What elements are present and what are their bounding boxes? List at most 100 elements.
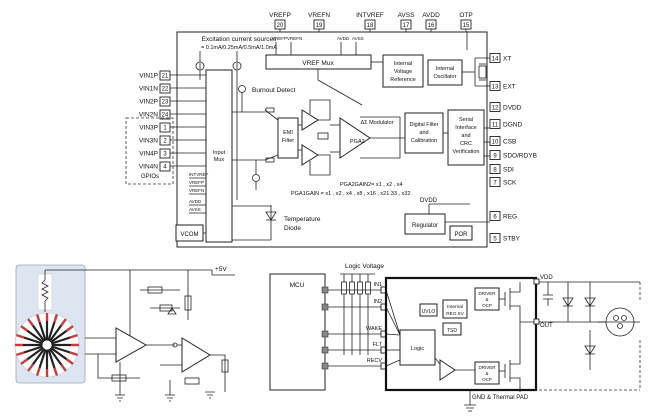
driver-top-label-2: &	[485, 297, 488, 302]
ivref-label-3: Reference	[390, 77, 415, 83]
mux-input-intvref: INTVREF	[189, 172, 209, 177]
vdd-pin	[533, 278, 540, 285]
vcom-label: VCOM	[181, 232, 199, 238]
resistor-icon	[111, 374, 127, 382]
supply-label: +5V	[215, 266, 227, 273]
logic-block	[399, 329, 436, 366]
input-mux-block	[205, 69, 233, 243]
left-pin-number: 21	[162, 74, 169, 80]
top-pin-name: INTVREF	[356, 12, 384, 19]
right-pin-name: REG	[503, 214, 517, 221]
right-pin-box	[489, 119, 501, 129]
left-pin-box	[159, 96, 171, 107]
left-pin-number: 22	[162, 87, 169, 93]
temperature-label-2: Diode	[284, 225, 301, 232]
comparator-icon	[439, 359, 456, 381]
ivref-label-2: Voltage	[394, 69, 412, 75]
right-pin-name: SDI	[503, 167, 514, 174]
right-pin-box	[489, 150, 501, 160]
serial-label-2: Interface	[455, 125, 476, 131]
emi-label-2: Filter	[282, 138, 294, 144]
diode-icon	[265, 211, 277, 221]
right-pin-box	[489, 102, 501, 112]
burnout-sink-icon	[252, 174, 260, 182]
right-pin-number: 11	[492, 123, 499, 129]
osc-label-2: Oscillator	[434, 74, 457, 80]
pullup-resistors	[341, 274, 371, 355]
vref-input-avss: AVSS	[352, 36, 364, 41]
vref-input-vrefp: VREFP	[272, 36, 287, 41]
high-side-fet-icon	[504, 282, 521, 322]
reg-label-1: Internal	[447, 304, 463, 310]
right-pin-name: EXT	[503, 84, 516, 91]
left-pin-name: VIN2N	[139, 112, 158, 119]
adc-chip-outline	[176, 31, 488, 248]
mcu-io-pin	[321, 303, 329, 311]
mcu-io-pin	[321, 346, 329, 354]
left-pin-box	[159, 135, 171, 146]
right-pin-box	[489, 211, 501, 221]
driver-top-label-1: DRIVER	[478, 291, 496, 296]
mcu-io-pin	[321, 286, 329, 294]
out-label: OUT	[540, 323, 553, 329]
regulator-label: Regulator	[412, 223, 438, 229]
low-side-fet-icon	[504, 322, 521, 392]
out-pin	[533, 318, 540, 325]
left-pin-number: 4	[163, 165, 167, 171]
right-pin-number: 10	[492, 140, 499, 146]
right-pin-number: 14	[492, 57, 499, 63]
vref-mux-label: VREF Mux	[302, 60, 334, 67]
right-pin-number: 6	[493, 215, 497, 221]
excitation-values: = 0.1mA/0.25mA/0.5mA/1.0mA	[201, 45, 277, 51]
driver-chip-outline	[384, 276, 538, 392]
driver-bottom-label-3: OCP	[482, 377, 492, 382]
current-sources	[195, 51, 242, 200]
serial-label-5: Verification	[453, 149, 480, 155]
opamp-1	[115, 327, 148, 363]
logic-voltage-label: Logic Voltage	[345, 263, 384, 270]
top-pin-number: 15	[463, 23, 470, 29]
driver-ocp-bottom	[474, 361, 500, 385]
right-pin-number: 13	[492, 85, 499, 91]
ivref-label-1: Internal	[394, 61, 412, 67]
por-block	[449, 225, 473, 241]
tvs-diode-icon	[584, 282, 596, 322]
burnout-source-icon	[238, 85, 246, 93]
resistor-icon	[184, 377, 200, 385]
gpio-group-box	[125, 117, 174, 185]
serial-label-4: CRC	[460, 141, 472, 147]
internal-oscillator-block	[427, 59, 463, 86]
right-pin-number: 9	[493, 154, 497, 160]
top-pin-number: 17	[403, 23, 410, 29]
right-pin-box	[489, 177, 501, 187]
excitation-title: Excitation current sources	[202, 36, 278, 43]
regulator-block	[404, 213, 446, 235]
top-pin-number: 16	[428, 23, 435, 29]
right-pin-box	[489, 164, 501, 174]
driver-signal-label: IN2	[373, 299, 382, 305]
tvs-diode-icon	[584, 330, 596, 370]
ground-icon	[464, 404, 476, 412]
resistor-icon	[221, 359, 229, 373]
digital-filter-label-2: and	[419, 130, 428, 136]
ground-icon	[205, 391, 215, 399]
left-pin-number: 24	[162, 113, 169, 119]
driver-signal-label: WAKE	[366, 326, 382, 332]
ground-icon	[115, 394, 125, 402]
gpio-label: GPIOs	[141, 174, 159, 180]
right-pin-name: DVDD	[503, 105, 522, 112]
right-pin-name: SDO/RDYB	[503, 153, 537, 160]
mcu-block	[269, 273, 326, 391]
left-pin-box	[159, 83, 171, 94]
driver-bottom-label-2: &	[485, 371, 488, 376]
driver-signal-label: FLT	[373, 342, 383, 348]
right-pin-name: CSB	[503, 139, 516, 146]
left-pin-name: VIN2P	[139, 99, 158, 106]
emi-label-1: EMI	[283, 130, 293, 136]
tsd-label: TSD	[447, 328, 457, 334]
